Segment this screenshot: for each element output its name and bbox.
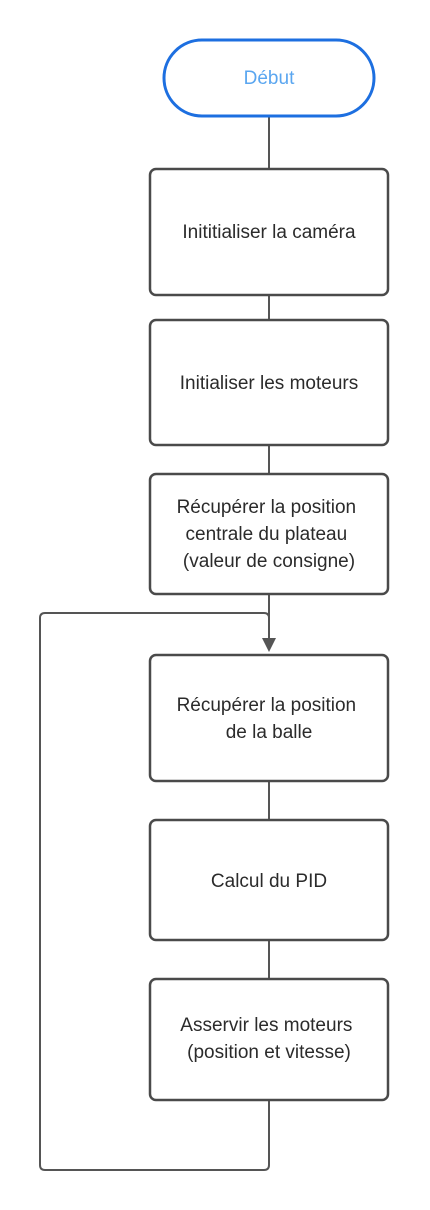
process-label: Récupérer la position de la balle [177,695,362,743]
process-label: Initialiser les moteurs [180,373,358,394]
process-label: Inititialiser la caméra [182,222,356,243]
start-terminal: Début [162,38,376,118]
process-box-compute-pid: Calcul du PID [148,818,390,942]
process-box-drive-motors: Asservir les moteurs (position et vitess… [148,977,390,1102]
process-label: Calcul du PID [211,871,327,892]
process-label: Asservir les moteurs (position et vitess… [180,1015,357,1063]
process-box-init-motors: Initialiser les moteurs [148,318,390,447]
process-box-get-plate-center: Récupérer la position centrale du platea… [148,472,390,596]
start-label: Début [244,68,295,89]
arrowhead-into-ball-position [262,638,276,652]
process-box-init-camera: Inititialiser la caméra [148,167,390,297]
process-label: Récupérer la position centrale du platea… [177,497,362,572]
connectors [39,116,276,1171]
process-box-get-ball-position: Récupérer la position de la balle [148,653,390,783]
loop-back-connector [39,612,270,1171]
